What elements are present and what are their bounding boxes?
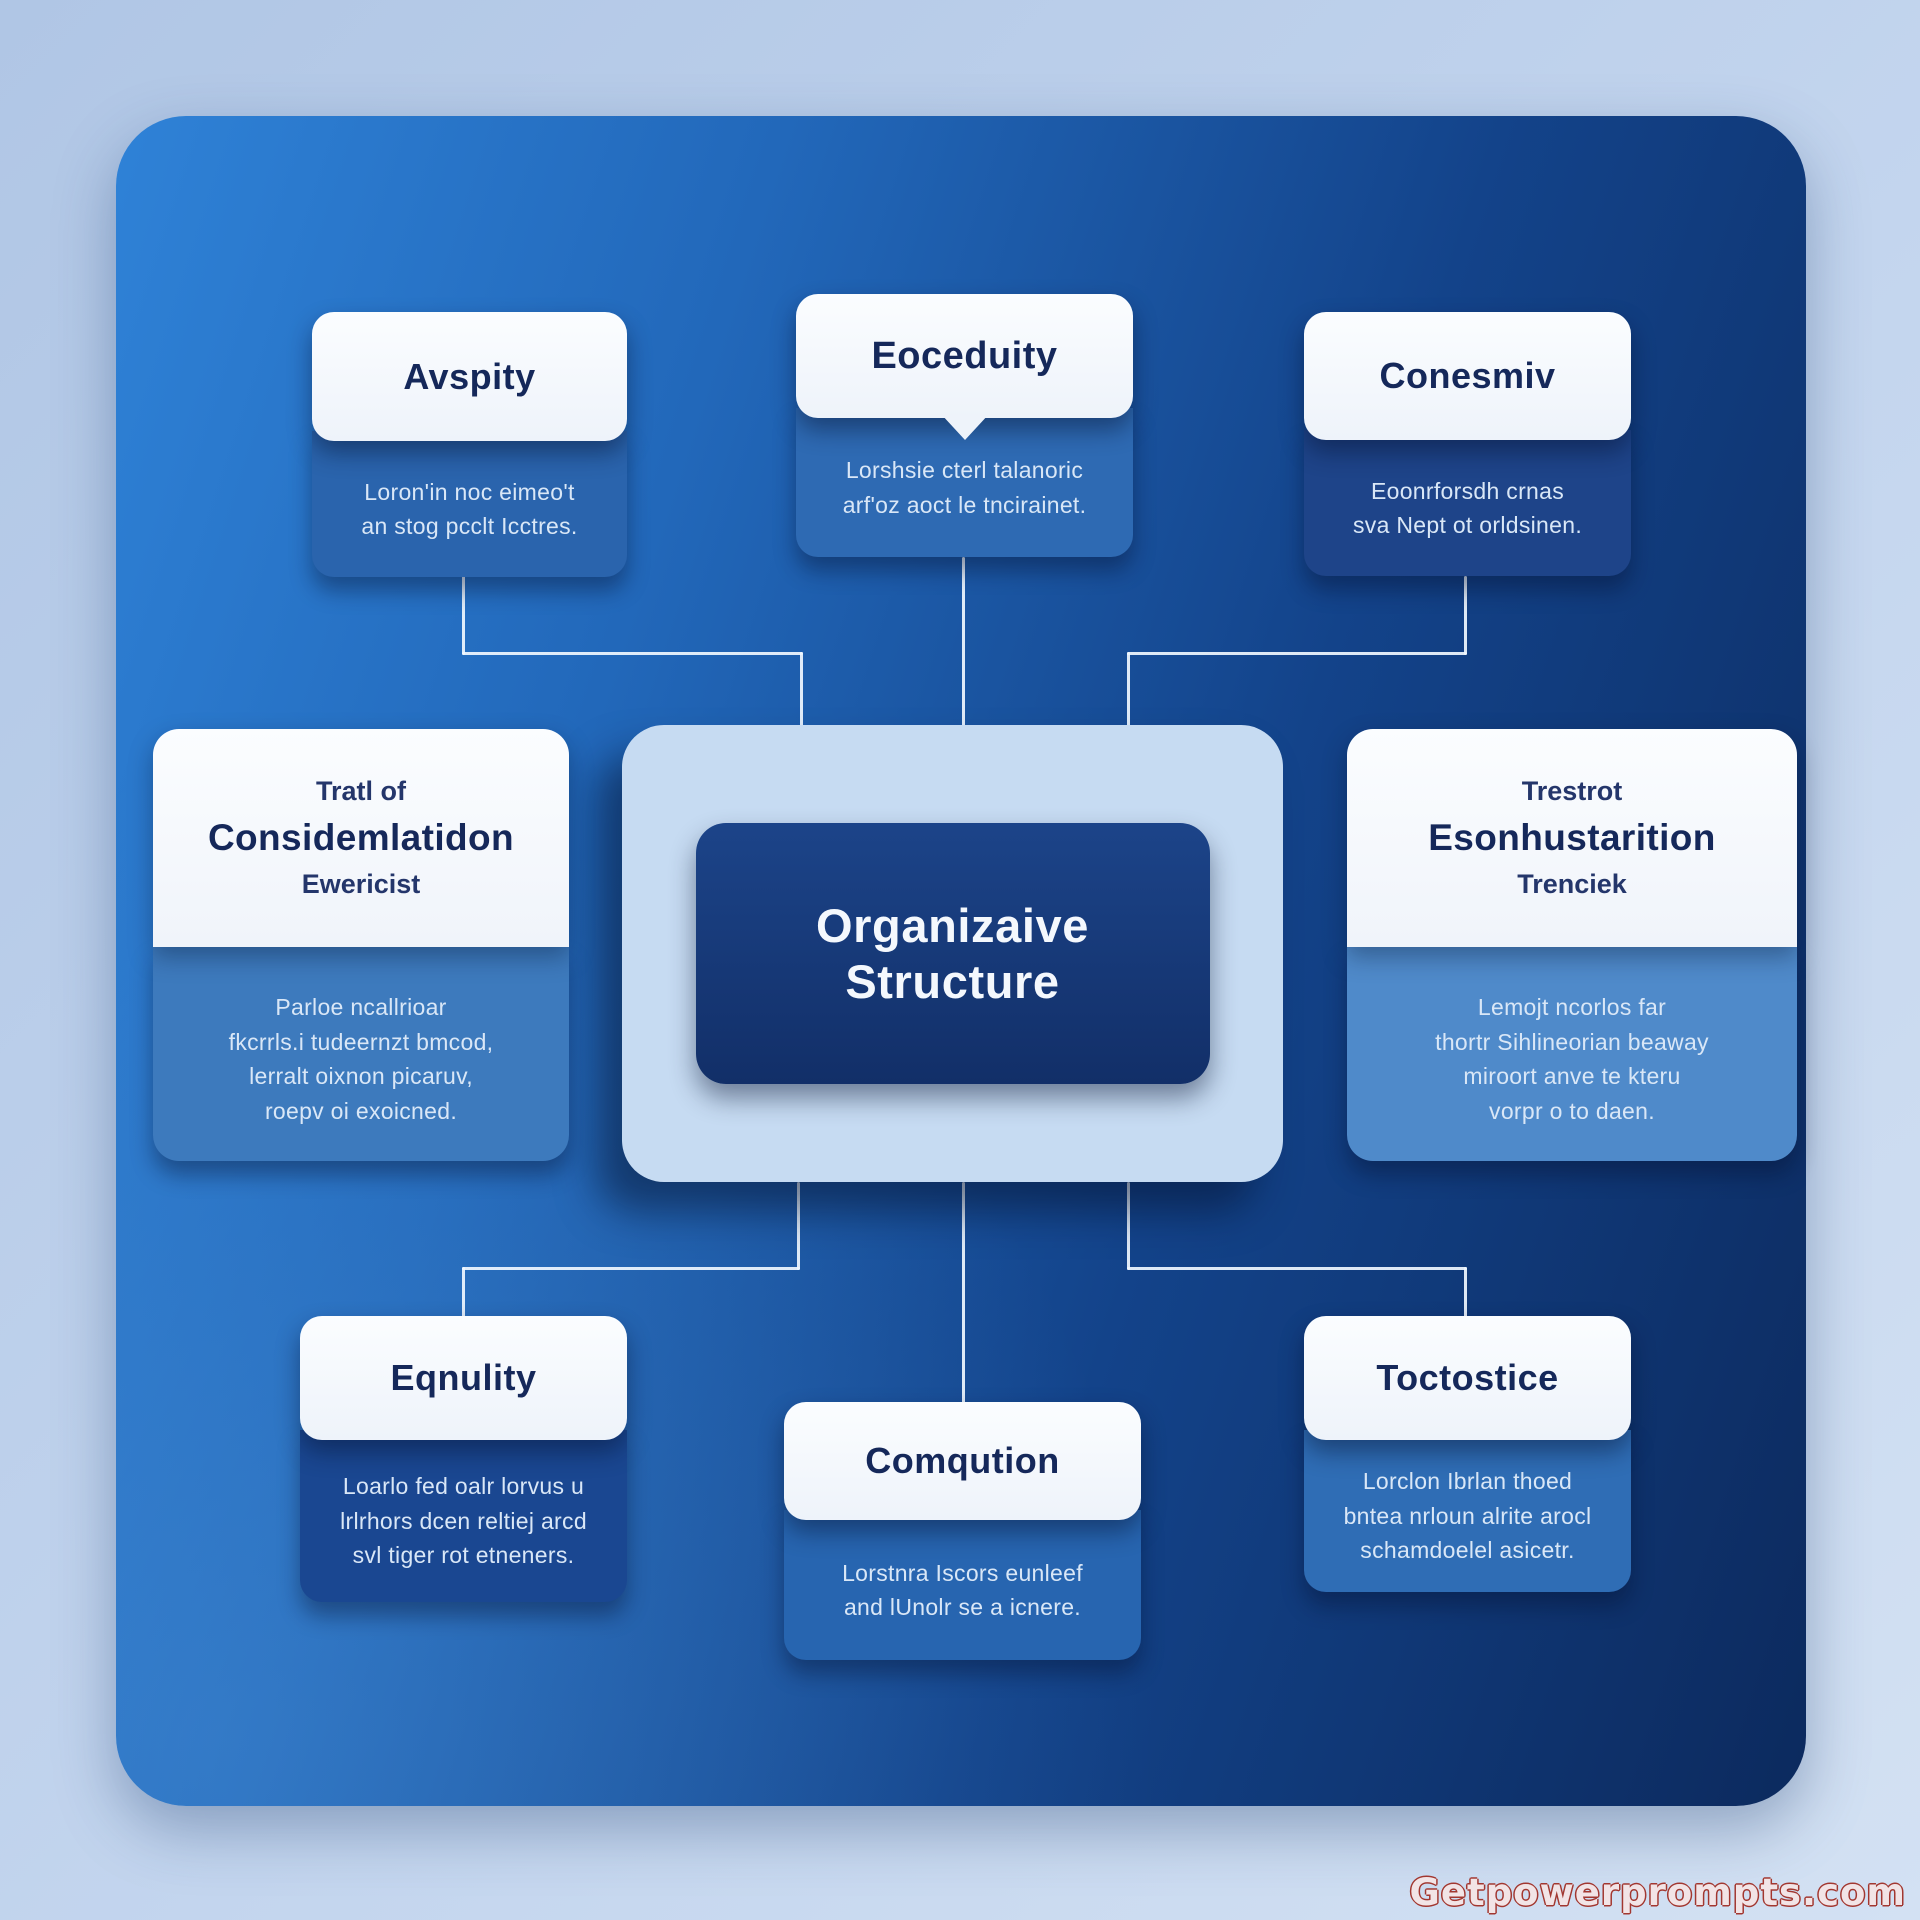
connector-top-right-h xyxy=(1127,652,1467,655)
node-middle-right-desc: Lemojt ncorlos far thortr Sihlineorian b… xyxy=(1435,994,1709,1124)
node-middle-left-body: Parloe ncallrioar fkcrrls.i tudeernzt bm… xyxy=(153,947,569,1161)
connector-bottom-right-v2 xyxy=(1464,1267,1467,1319)
node-middle-right-body: Lemojt ncorlos far thortr Sihlineorian b… xyxy=(1347,947,1797,1161)
node-bottom-left-body: Loarlo fed oalr lorvus u lrlrhors dcen r… xyxy=(300,1430,627,1602)
node-bottom-center-title: Comqution xyxy=(865,1440,1060,1481)
connector-bottom-right-v1 xyxy=(1127,1182,1130,1270)
node-top-center: Eoceduity Lorshsie cterl talanoric arf'o… xyxy=(796,294,1133,557)
connector-top-right-v1 xyxy=(1464,576,1467,655)
connector-bottom-center-v xyxy=(962,1182,965,1405)
node-top-center-header: Eoceduity xyxy=(796,294,1133,440)
speech-tail-icon xyxy=(940,414,989,440)
node-middle-left-header: Tratl of Considemlatidon Ewericist xyxy=(153,729,569,947)
node-top-left-body: Loron'in noc eimeo't an stog pcclt Icctr… xyxy=(312,431,627,577)
node-top-left-header: Avspity xyxy=(312,312,627,441)
node-top-left-desc: Loron'in noc eimeo't an stog pcclt Icctr… xyxy=(361,478,578,540)
node-middle-left-desc: Parloe ncallrioar fkcrrls.i tudeernzt bm… xyxy=(228,994,494,1124)
node-bottom-center-desc: Lorstnra Iscors eunleef and lUnolr se a … xyxy=(842,1559,1083,1621)
node-middle-left-title-bottom: Ewericist xyxy=(301,869,421,899)
watermark: Getpowerprompts.com xyxy=(1409,1871,1906,1914)
node-top-right-header: Conesmiv xyxy=(1304,312,1631,440)
node-top-right-title: Conesmiv xyxy=(1379,355,1556,396)
node-bottom-center: Comqution Lorstnra Iscors eunleef and lU… xyxy=(784,1402,1141,1660)
node-middle-left-title-top: Tratl of xyxy=(315,776,406,806)
center-node-box: Organizaive Structure xyxy=(695,823,1210,1084)
node-top-left-title: Avspity xyxy=(403,355,536,397)
node-top-left: Avspity Loron'in noc eimeo't an stog pcc… xyxy=(312,312,627,577)
center-node: Organizaive Structure xyxy=(622,725,1283,1182)
connector-top-right-v2 xyxy=(1127,652,1130,728)
connector-top-left-v1 xyxy=(462,576,465,655)
node-bottom-right-title: Toctostice xyxy=(1376,1357,1559,1398)
node-bottom-center-body: Lorstnra Iscors eunleef and lUnolr se a … xyxy=(784,1510,1141,1660)
node-top-right-body: Eoonrforsdh crnas sva Nept ot orldsinen. xyxy=(1304,430,1631,576)
node-top-right: Conesmiv Eoonrforsdh crnas sva Nept ot o… xyxy=(1304,312,1631,576)
node-middle-right: Trestrot Esonhustarition Trenciek Lemojt… xyxy=(1347,729,1797,1161)
center-node-title: Organizaive Structure xyxy=(815,899,1090,1008)
node-middle-right-title-main: Esonhustarition xyxy=(1428,817,1716,858)
node-bottom-left-header: Eqnulity xyxy=(300,1316,627,1440)
node-middle-right-title-top: Trestrot xyxy=(1521,776,1623,806)
node-bottom-right-body: Lorclon Ibrlan thoed bntea nrloun alrite… xyxy=(1304,1430,1631,1592)
connector-top-left-v2 xyxy=(800,652,803,728)
node-bottom-right: Toctostice Lorclon Ibrlan thoed bntea nr… xyxy=(1304,1316,1631,1592)
node-middle-right-title-bottom: Trenciek xyxy=(1517,869,1627,899)
node-middle-right-header: Trestrot Esonhustarition Trenciek xyxy=(1347,729,1797,947)
node-middle-left: Tratl of Considemlatidon Ewericist Parlo… xyxy=(153,729,569,1161)
connector-top-center-v xyxy=(962,557,965,728)
node-middle-left-title-main: Considemlatidon xyxy=(207,817,515,858)
node-bottom-left-desc: Loarlo fed oalr lorvus u lrlrhors dcen r… xyxy=(340,1473,587,1569)
node-top-right-desc: Eoonrforsdh crnas sva Nept ot orldsinen. xyxy=(1352,477,1583,539)
node-bottom-right-header: Toctostice xyxy=(1304,1316,1631,1440)
node-bottom-right-desc: Lorclon Ibrlan thoed bntea nrloun alrite… xyxy=(1343,1468,1592,1564)
node-top-center-desc: Lorshsie cterl talanoric arf'oz aoct le … xyxy=(842,457,1087,518)
connector-bottom-left-h xyxy=(462,1267,800,1270)
node-top-center-title: Eoceduity xyxy=(871,334,1058,377)
connector-bottom-right-h xyxy=(1127,1267,1467,1270)
connector-bottom-left-v1 xyxy=(797,1182,800,1270)
node-bottom-center-header: Comqution xyxy=(784,1402,1141,1520)
connector-bottom-left-v2 xyxy=(462,1267,465,1319)
connector-top-left-h xyxy=(462,652,803,655)
node-bottom-left: Eqnulity Loarlo fed oalr lorvus u lrlrho… xyxy=(300,1316,627,1602)
node-bottom-left-title: Eqnulity xyxy=(390,1357,537,1398)
